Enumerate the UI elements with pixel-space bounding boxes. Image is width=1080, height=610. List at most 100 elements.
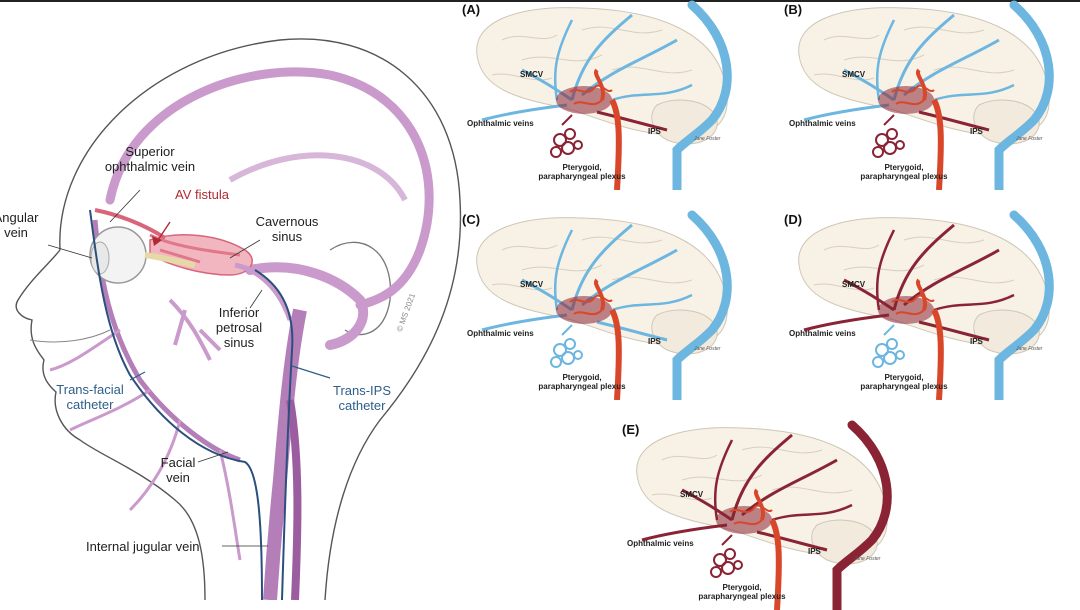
ophthalmic-vein [641,523,728,542]
pterygoid-plexus [168,298,222,361]
carotid-siphon [916,278,928,311]
label-ophthalmic-veins: Ophthalmic veins [789,119,856,128]
label-pterygoid-plexus: Pterygoid,parapharyngeal plexus [538,163,626,181]
panel-b: (B) SMCV Ophthalmic veins IPS Pterygoid,… [784,0,1054,190]
pointer-ips [249,289,263,309]
artery-tangle [569,294,613,316]
sinus-arch [672,210,732,400]
label-smcv: SMCV [842,70,866,79]
cavernous-sinus-network [556,296,612,324]
label-internal-jugular-vein: Internal jugular vein [86,539,200,554]
pterygoid-plexus [550,324,583,368]
label-angular-vein: Angular vein [0,210,39,240]
label-ophthalmic-veins: Ophthalmic veins [467,119,534,128]
carotid-artery [931,98,944,190]
label-smcv: SMCV [842,280,866,289]
panel-drawing [476,210,732,400]
label-ips: IPS [808,547,821,556]
label-cavernous-sinus: Cavernous sinus [255,214,319,244]
trans-facial-catheter-line [89,209,263,600]
label-ips: IPS [970,127,983,136]
panel-label: (C) [462,212,481,227]
label-pterygoid-plexus: Pterygoid,parapharyngeal plexus [860,373,948,391]
cortical-vein-4 [933,293,1015,312]
artist-signature: Jane Foster [1016,136,1043,142]
sinus-arch [832,420,892,610]
jugular-vein-branch [286,399,302,600]
label-trans-facial-catheter: Trans-facial catheter [56,382,124,412]
artery-tangle [891,84,935,106]
artery-tangle [569,84,613,106]
panel-drawing [476,0,732,190]
ips-vessel [596,110,668,132]
panel-drawing [636,420,892,610]
pointer-cavernous [229,239,261,259]
artery-tangle [729,504,773,526]
facial-branch-2 [69,388,151,432]
cavernous-sinus-network [716,506,772,534]
pterygoid-plexus [550,114,583,158]
pterygoid-plexus [710,534,743,578]
straight-sinus [228,152,408,202]
pointer-av-fistula [157,221,171,241]
carotid-artery [609,98,622,190]
cavernous-sinus-network [878,86,934,114]
superior-sagittal-sinus [105,67,434,310]
label-smcv: SMCV [520,280,544,289]
pointer-angular [47,244,93,259]
panel-a: (A) SMCV Ophthalmic veins IPS Pterygoid,… [462,0,732,190]
pointer-av-fistula-head [152,236,162,246]
cortical-vein-3 [553,19,574,101]
label-smcv: SMCV [520,70,544,79]
facial-branch-3 [128,419,182,512]
top-border [0,0,1080,2]
pointer-sov [109,189,141,223]
panel-label: (E) [622,422,640,437]
head-outline [59,38,462,600]
ophthalmic-vein [803,103,890,122]
label-ophthalmic-veins: Ophthalmic veins [627,539,694,548]
ips-vessel [918,320,990,342]
brain-gyri [813,26,1015,81]
cortical-vein-4 [771,503,853,522]
inferior-petrosal-sinus-path [234,262,293,321]
ophthalmic-vein [481,313,568,332]
cortical-vein-4 [611,293,693,312]
head-venous-anatomy-illustration: Superior ophthalmic vein AV fistula Angu… [0,0,468,600]
cortical-vein-3 [553,229,574,311]
cortical-vein-3 [875,229,896,311]
ips-vessel [918,110,990,132]
sinus-arch [672,0,732,190]
label-smcv: SMCV [680,490,704,499]
cortical-vein-3 [713,439,734,521]
panel-drawing [798,0,1054,190]
panel-drawing [798,210,1054,400]
facial-branch-4 [218,449,242,561]
carotid-siphon [754,488,766,521]
head-drawing [15,38,462,600]
carotid-artery [609,308,622,400]
brain-gyri [491,26,693,81]
carotid-siphon [594,68,606,101]
label-superior-ophthalmic-vein: Superior ophthalmic vein [104,144,196,174]
label-ophthalmic-veins: Ophthalmic veins [789,329,856,338]
panel-label: (A) [462,2,481,17]
neck-front [29,329,111,343]
panel-d: (D) SMCV Ophthalmic veins IPS Pterygoid,… [784,210,1054,400]
panel-e: (E) SMCV Ophthalmic veins IPS Pterygoid,… [622,420,892,610]
optic-nerve [144,252,196,268]
artist-signature: Jane Foster [694,136,721,142]
sinus-arch [994,0,1054,190]
pointer-facial [197,451,229,463]
label-ips: IPS [648,337,661,346]
face-profile [15,249,206,600]
artery-tangle [891,294,935,316]
label-ips: IPS [648,127,661,136]
label-facial-vein: Facial vein [160,455,196,485]
iris [90,241,110,275]
pointer-transips [291,365,331,379]
cortical-vein-4 [611,83,693,102]
brain-gyri [813,236,1015,291]
carotid-siphon [916,68,928,101]
artist-signature: Jane Foster [1016,346,1043,352]
